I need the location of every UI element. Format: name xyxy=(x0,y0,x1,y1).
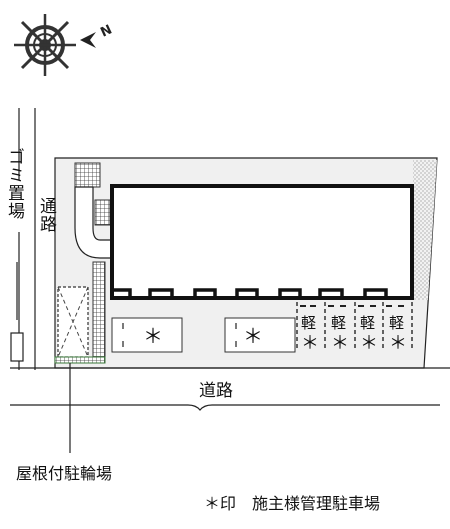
garbage-area-label: ゴミ置場 xyxy=(4,148,24,220)
light-car-label: 軽 xyxy=(331,314,347,332)
light-car-space-dividers xyxy=(296,302,413,350)
road-label: 道路 xyxy=(199,381,233,401)
legend-label: ＊印 施主様管理駐車場 xyxy=(204,494,381,513)
bicycle-parking-edge xyxy=(54,356,106,364)
owner-parking-space xyxy=(111,317,183,353)
garbage-bin xyxy=(10,332,24,362)
light-car-label: 軽 xyxy=(360,314,376,332)
walkway-grid-paving xyxy=(94,199,111,226)
building xyxy=(110,184,414,300)
bicycle-parking-label: 屋根付駐輪場 xyxy=(16,464,113,483)
light-car-mark: ＊ xyxy=(301,333,319,354)
road-edge-bottom xyxy=(10,404,440,411)
light-car-mark: ＊ xyxy=(360,333,378,354)
compass-rose-icon: N xyxy=(14,14,115,76)
light-car-label: 軽 xyxy=(301,314,317,332)
light-car-label: 軽 xyxy=(389,314,405,332)
walkway-grid-paving xyxy=(92,261,106,358)
owner-parking-space xyxy=(224,317,296,353)
planting-strip xyxy=(413,160,437,300)
north-arrow-icon xyxy=(80,32,96,48)
owner-parking-mark: ＊ xyxy=(243,324,263,348)
walkway-label: 通路 xyxy=(36,197,56,233)
light-car-mark: ＊ xyxy=(389,333,407,354)
light-car-mark: ＊ xyxy=(331,333,349,354)
balconies xyxy=(110,288,388,298)
north-label: N xyxy=(98,22,114,40)
owner-parking-mark: ＊ xyxy=(143,324,163,348)
walkway-grid-paving xyxy=(74,162,101,188)
